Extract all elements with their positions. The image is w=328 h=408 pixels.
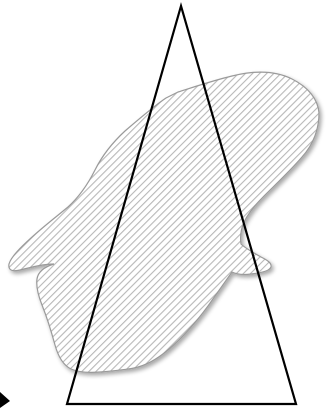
diagram-canvas <box>0 0 328 408</box>
